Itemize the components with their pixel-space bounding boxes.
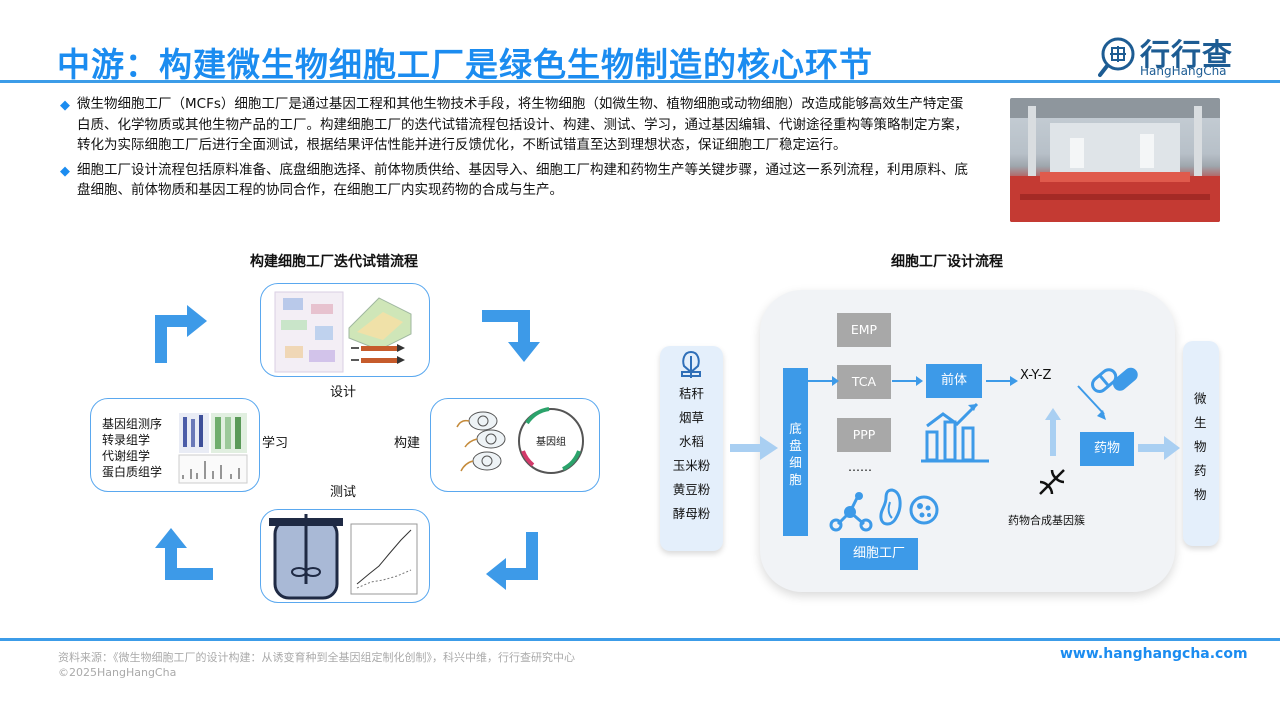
omics-item: 转录组学 (102, 433, 151, 447)
up-arrow-icon (1045, 408, 1061, 456)
logo-text: 行行查 (1140, 38, 1233, 73)
chassis-cell-box: 底盘细胞 (783, 368, 808, 536)
pathway-ellipsis: …… (848, 460, 872, 474)
cell-factory-box: 细胞工厂 (840, 538, 918, 570)
molecule-icon (829, 492, 873, 532)
arrow-to-chassis-icon (730, 436, 778, 460)
diamond-bullet-icon: ◆ (60, 98, 70, 113)
raw-material-icon (681, 350, 701, 378)
dna-icon (1039, 469, 1065, 495)
logo (1098, 36, 1138, 77)
bullet-item: ◆ 细胞工厂设计流程包括原料准备、底盘细胞选择、前体物质供给、基因导入、细胞工厂… (60, 160, 970, 201)
genome-label: 基因组 (536, 437, 566, 448)
page-title: 中游：构建微生物细胞工厂是绿色生物制造的核心环节 (57, 45, 873, 84)
pathway-tca: TCA (837, 365, 891, 399)
right-diagram-title: 细胞工厂设计流程 (891, 254, 1003, 270)
left-diagram-title: 构建细胞工厂迭代试错流程 (250, 254, 418, 270)
test-box (260, 509, 430, 603)
build-label: 构建 (394, 436, 421, 451)
arrow-up-right-icon (155, 305, 207, 363)
drug-arrow-icon (1077, 385, 1106, 420)
learn-label: 学习 (262, 436, 289, 451)
bullet-list: ◆ 微生物细胞工厂（MCFs）细胞工厂是通过基因工程和其他生物技术手段，将生物细… (60, 94, 970, 205)
arrow-right-down-icon (482, 310, 540, 362)
omics-item: 基因组测序 (102, 417, 163, 431)
material-item: 秸秆 (678, 386, 704, 401)
lab-photo (1010, 98, 1220, 222)
bar-chart-icon (921, 402, 989, 463)
footer-divider (0, 638, 1280, 641)
pathway-emp: EMP (837, 313, 891, 347)
copyright: ©2025HangHangCha (58, 666, 177, 679)
chassis-cell-label: 底盘细胞 (789, 421, 802, 487)
materials-pill: 秸秆 烟草 水稻 玉米粉 黄豆粉 酵母粉 (660, 346, 723, 551)
precursor-box: 前体 (926, 364, 982, 398)
output-pill: 微生物药物 (1183, 341, 1219, 546)
design-label: 设计 (330, 385, 357, 400)
material-item: 黄豆粉 (672, 482, 711, 497)
material-item: 玉米粉 (672, 458, 711, 473)
bullet-item: ◆ 微生物细胞工厂（MCFs）细胞工厂是通过基因工程和其他生物技术手段，将生物细… (60, 94, 970, 156)
arrow-to-output-icon (1138, 436, 1180, 460)
drug-box: 药物 (1080, 432, 1134, 466)
logo-magnifier-icon (1098, 37, 1135, 77)
arrow-left-up-icon (155, 528, 213, 580)
diamond-bullet-icon: ◆ (60, 163, 70, 179)
material-item: 烟草 (678, 410, 704, 425)
learn-box: 基因组测序 转录组学 代谢组学 蛋白质组学 (90, 398, 260, 492)
design-box (260, 283, 430, 377)
arrow-down-left-icon (486, 532, 538, 590)
material-item: 水稻 (678, 434, 704, 449)
bullet-text: 细胞工厂设计流程包括原料准备、底盘细胞选择、前体物质供给、基因导入、细胞工厂构建… (77, 161, 968, 199)
xyz-label: X-Y-Z (1020, 368, 1052, 383)
source-note: 资料来源：《微生物细胞工厂的设计构建：从诱变育种到全基因组定制化创制》，科兴中维… (58, 651, 575, 664)
omics-item: 代谢组学 (102, 449, 151, 463)
bullet-text: 微生物细胞工厂（MCFs）细胞工厂是通过基因工程和其他生物技术手段，将生物细胞（… (77, 96, 968, 153)
header-divider (0, 80, 1280, 83)
pathway-ppp: PPP (837, 418, 891, 452)
logo-subtext: HangHangCha (1140, 64, 1227, 78)
capsule-pill-icon (1091, 367, 1138, 393)
precursor-arrow-icon (986, 376, 1018, 386)
omics-item: 蛋白质组学 (102, 465, 163, 479)
material-item: 酵母粉 (672, 506, 711, 521)
build-box (430, 398, 600, 492)
test-label: 测试 (330, 485, 357, 500)
website-link[interactable]: www.hanghangcha.com (1060, 646, 1248, 662)
output-label: 微生物药物 (1194, 391, 1207, 502)
bacteria-icon (879, 488, 902, 526)
cell-icon (909, 495, 939, 525)
connector-arrows (808, 376, 923, 386)
gene-cluster-label: 药物合成基因簇 (1008, 514, 1085, 527)
